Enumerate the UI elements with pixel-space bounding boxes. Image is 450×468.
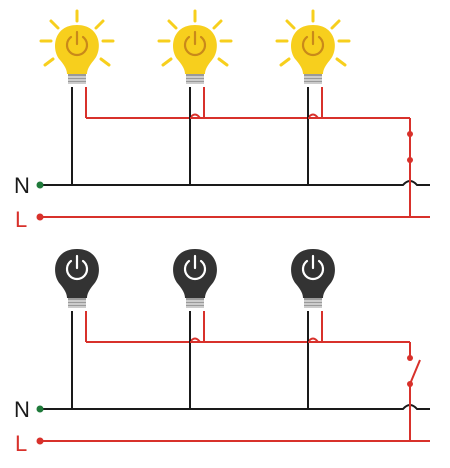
bulb-glass [55, 249, 99, 298]
circuit-lights-on: NL [14, 9, 430, 232]
bulb-on [157, 9, 233, 185]
light-ray [49, 19, 60, 30]
power-icon [183, 259, 207, 281]
bulb-off [55, 249, 99, 409]
neutral-label: N [14, 397, 30, 422]
light-ray [335, 57, 347, 67]
light-ray [330, 19, 341, 30]
bulb-glass [291, 25, 335, 74]
switch-blade-open [409, 359, 421, 385]
switch-contact-bottom [407, 381, 413, 387]
live-terminal-dot [36, 437, 44, 445]
light-ray [167, 19, 178, 30]
bulb-base [68, 298, 86, 308]
switch-contact-top [407, 355, 413, 361]
bulb-glass [173, 249, 217, 298]
light-ray [279, 57, 291, 67]
switched-live-wire [86, 113, 410, 119]
neutral-terminal-dot [36, 405, 44, 413]
power-icon [301, 35, 325, 57]
switch-contact-bottom [407, 157, 413, 163]
live-label: L [15, 207, 27, 232]
power-icon [301, 259, 325, 281]
switched-live-wire [86, 337, 410, 343]
bulb-base [304, 298, 322, 308]
bulb-off [173, 249, 217, 409]
neutral-bus-wire [40, 404, 430, 410]
bulb-base [186, 298, 204, 308]
light-ray [99, 57, 111, 67]
switch-contact-top [407, 131, 413, 137]
bulb-base [186, 74, 204, 84]
circuit-lights-off: NL [14, 249, 430, 456]
light-ray [94, 19, 105, 30]
bulb-glass [55, 25, 99, 74]
light-ray [161, 57, 173, 67]
neutral-bus-wire [40, 180, 430, 186]
bulb-glass [173, 25, 217, 74]
bulb-base [304, 74, 322, 84]
power-icon [183, 35, 207, 57]
light-ray [43, 57, 55, 67]
bulb-base [68, 74, 86, 84]
neutral-terminal-dot [36, 181, 44, 189]
neutral-label: N [14, 173, 30, 198]
bulb-glass [291, 249, 335, 298]
power-icon [65, 35, 89, 57]
light-ray [212, 19, 223, 30]
power-icon [65, 259, 89, 281]
light-ray [285, 19, 296, 30]
bulb-on [39, 9, 115, 185]
bulb-off [291, 249, 335, 409]
bulb-on [275, 9, 351, 185]
live-label: L [15, 431, 27, 456]
light-ray [217, 57, 229, 67]
live-terminal-dot [36, 213, 44, 221]
